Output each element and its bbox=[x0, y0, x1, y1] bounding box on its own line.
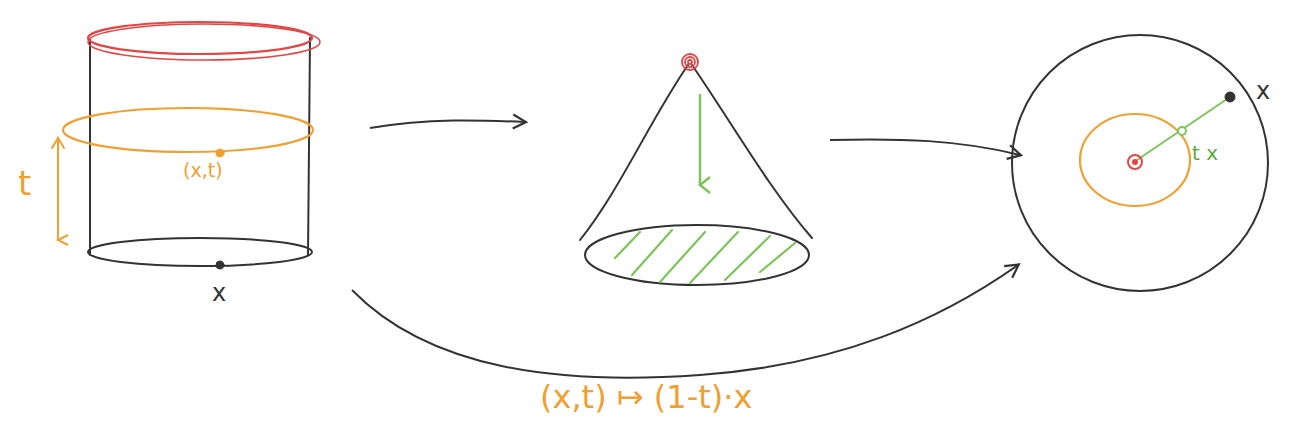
map-arrow bbox=[352, 265, 1018, 378]
map-arrow bbox=[370, 120, 525, 128]
cylinder bbox=[52, 22, 320, 269]
disk bbox=[1012, 35, 1268, 291]
height-label: t bbox=[18, 165, 31, 202]
point-label: x bbox=[212, 280, 226, 306]
cone bbox=[580, 54, 812, 285]
map-formula: (x,t) ↦ (1-t)·x bbox=[540, 380, 752, 415]
map-arrow bbox=[830, 139, 1020, 155]
scaled-point-label: t x bbox=[1192, 142, 1218, 164]
point-label: x bbox=[1256, 78, 1270, 104]
point-label: (x,t) bbox=[183, 160, 223, 181]
